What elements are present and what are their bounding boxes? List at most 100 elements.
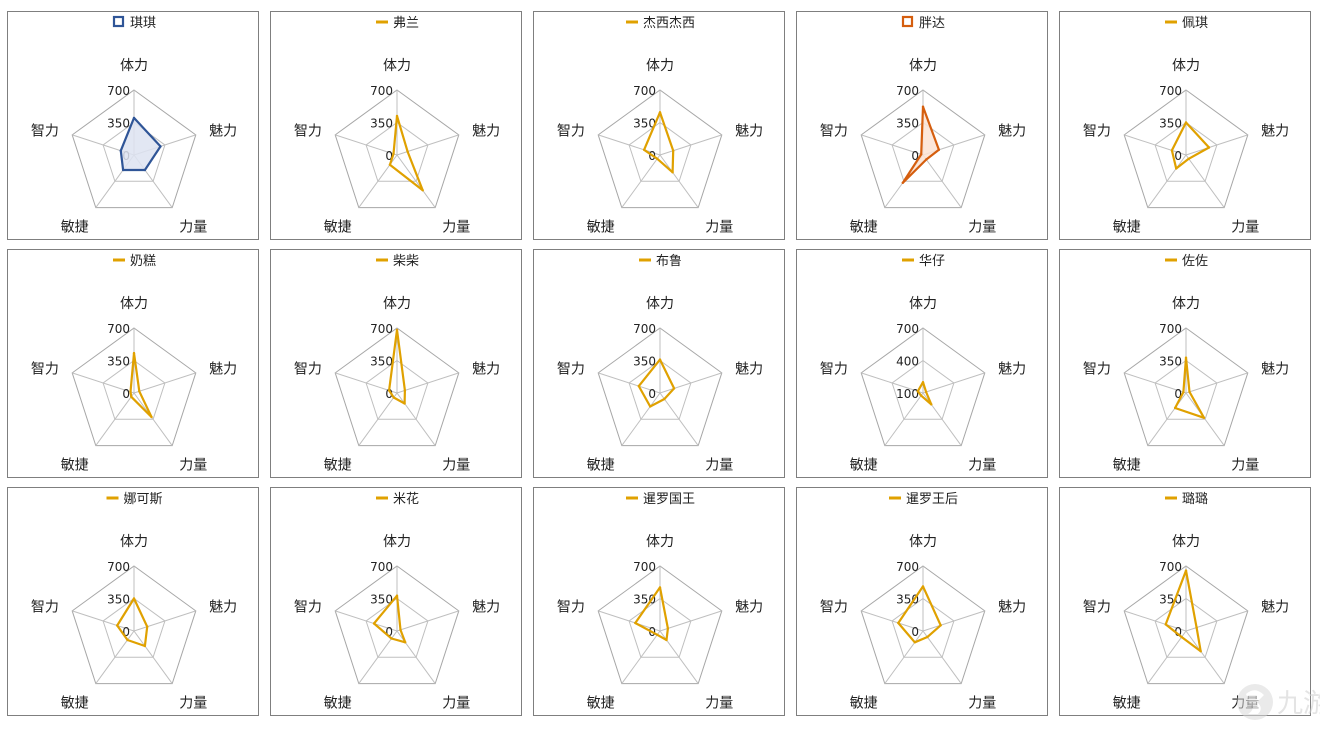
radar-series-polygon <box>387 328 406 405</box>
grid-spoke <box>659 154 699 208</box>
data-point <box>920 153 923 156</box>
axis-label: 敏捷 <box>1113 457 1141 473</box>
axis-label: 敏捷 <box>324 457 352 473</box>
data-points <box>129 351 153 419</box>
data-point <box>116 624 119 627</box>
axis-label: 力量 <box>179 219 207 235</box>
grid-spoke <box>396 372 459 394</box>
axis-label: 魅力 <box>1261 600 1289 616</box>
axis-label: 力量 <box>179 457 207 473</box>
tick-label: 350 <box>896 593 919 607</box>
axis-label: 力量 <box>705 695 733 711</box>
radar-gridlines <box>1123 565 1249 685</box>
grid-ring-inner <box>1154 359 1218 420</box>
grid-ring-outer <box>334 565 460 685</box>
legend: 布鲁 <box>639 254 682 269</box>
axis-label: 敏捷 <box>850 695 878 711</box>
legend-label: 米花 <box>393 491 419 507</box>
axis-label: 智力 <box>294 124 322 140</box>
data-point <box>666 627 670 630</box>
data-point <box>925 158 928 161</box>
data-point <box>658 358 662 361</box>
tick-label: 0 <box>911 625 919 639</box>
data-point <box>395 594 399 597</box>
legend: 弗兰 <box>376 16 419 31</box>
tick-label: 700 <box>107 322 130 336</box>
radar-gridlines <box>1123 89 1249 209</box>
tick-label: 700 <box>896 84 919 98</box>
grid-spoke <box>1185 154 1225 208</box>
radar-series-polygon <box>897 585 942 644</box>
grid-spoke <box>1124 610 1187 632</box>
tick-label: 0 <box>122 625 130 639</box>
data-point <box>387 389 391 392</box>
radar-gridlines <box>334 89 460 209</box>
grid-ring-inner <box>891 359 955 420</box>
data-point <box>939 624 942 627</box>
grid-ring-outer <box>860 327 986 447</box>
axis-label: 魅力 <box>472 362 500 378</box>
legend-label: 华仔 <box>919 254 945 269</box>
grid-spoke <box>1185 392 1225 446</box>
axis-label: 智力 <box>294 600 322 616</box>
axis-label: 体力 <box>1172 296 1200 312</box>
legend-label: 佩琪 <box>1182 16 1208 31</box>
radar-gridlines <box>597 327 723 447</box>
grid-ring-inner <box>1154 121 1218 182</box>
tick-label: 700 <box>1159 560 1182 574</box>
axis-label: 智力 <box>557 362 585 378</box>
grid-spoke <box>621 392 661 446</box>
axis-label: 力量 <box>442 457 470 473</box>
tick-label: 350 <box>633 355 656 369</box>
grid-ring-inner <box>102 359 166 420</box>
grid-spoke <box>133 372 196 394</box>
legend: 佐佐 <box>1165 254 1208 269</box>
grid-spoke <box>861 134 924 156</box>
legend-label: 奶糕 <box>130 254 156 269</box>
tick-label: 350 <box>107 593 130 607</box>
data-point <box>672 387 676 390</box>
data-point <box>901 181 904 184</box>
data-point <box>1184 569 1188 572</box>
tick-label: 0 <box>911 149 919 163</box>
tick-label: 350 <box>1159 355 1182 369</box>
grid-spoke <box>72 610 135 632</box>
axis-label: 魅力 <box>998 600 1026 616</box>
data-point <box>663 397 666 401</box>
axis-label: 敏捷 <box>587 219 615 235</box>
data-points <box>119 116 162 172</box>
tick-label: 350 <box>1159 117 1182 131</box>
tick-label: 350 <box>1159 593 1182 607</box>
data-points <box>1173 356 1206 419</box>
data-point <box>637 384 640 388</box>
axis-label: 智力 <box>1083 124 1111 140</box>
grid-spoke <box>1147 154 1187 208</box>
data-point <box>395 328 399 332</box>
radar-series-polygon <box>916 381 933 406</box>
grid-ring-inner <box>628 597 692 658</box>
radar-series-polygon <box>1173 356 1206 419</box>
tick-label: 700 <box>1159 322 1182 336</box>
data-point <box>919 394 923 397</box>
grid-ring-outer <box>334 89 460 209</box>
axis-label: 敏捷 <box>850 457 878 473</box>
data-point <box>403 389 407 392</box>
grid-spoke <box>884 630 924 684</box>
